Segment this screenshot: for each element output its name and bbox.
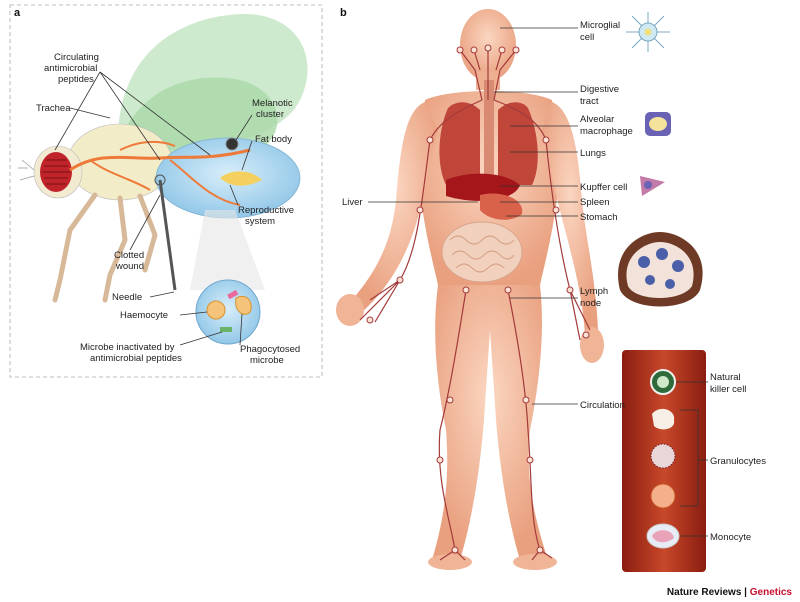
fly-illustration (18, 13, 308, 345)
lymph-node-markers (366, 44, 590, 554)
label-lungs: Lungs (580, 148, 606, 159)
panel-a-border (9, 4, 323, 378)
monocyte-nucleus (652, 530, 674, 543)
label-monocyte: Monocyte (710, 532, 751, 543)
lung-left (498, 102, 538, 185)
fly-eye-facets (42, 159, 70, 185)
label-alveolar-macrophage: Alveolar macrophage (580, 114, 633, 137)
label-microbe-inactivated: Microbe inactivated by antimicrobial pep… (80, 342, 182, 364)
label-circulation: Circulation (580, 400, 625, 411)
label-lymph-node: Lymph node (580, 286, 611, 309)
label-microglial-cell: Microglial cell (580, 20, 623, 43)
granulocyte-3 (650, 483, 676, 509)
liver (446, 173, 520, 201)
label-clotted-wound: Clotted wound (114, 250, 147, 272)
credit-journal: Nature Reviews (666, 587, 742, 598)
human-foot-right (428, 554, 472, 570)
label-natural-killer-cell: Natural killer cell (710, 372, 746, 395)
haemocyte-cell (206, 300, 226, 320)
credit-separator: | (741, 587, 750, 598)
label-melanotic-cluster: Melanotic cluster (252, 98, 295, 120)
credit-section: Genetics (749, 587, 792, 598)
human-arm-right (352, 102, 438, 312)
trachea-branches (89, 140, 241, 206)
label-kupffer-cell: Kupffer cell (580, 182, 627, 193)
microbe-inactivated (220, 327, 232, 332)
human-arm-left (542, 102, 598, 334)
melanotic-cluster (225, 137, 239, 151)
digestive-tube (484, 80, 494, 190)
trachea-tube (69, 148, 251, 172)
label-spleen: Spleen (580, 197, 610, 208)
fly-leader-lines (54, 71, 253, 346)
microglial-cell-icon (626, 12, 670, 52)
panel-a-letter: a (14, 7, 21, 19)
lymph-node-section-icon (618, 232, 703, 307)
label-needle: Needle (112, 292, 142, 303)
kupffer-cell-icon (640, 176, 665, 196)
microbe-pink (227, 289, 239, 300)
human-hand-right (336, 294, 364, 326)
human-illustration (336, 9, 604, 570)
human-legs (432, 285, 548, 560)
journal-credit: Nature Reviews | Genetics (667, 587, 792, 598)
phagocyte-cell (235, 296, 252, 315)
alveolar-macrophage-icon (645, 112, 671, 136)
label-phagocytosed-microbe: Phagocytosed microbe (240, 344, 303, 366)
wound-site (154, 174, 166, 186)
fat-body (220, 171, 262, 186)
human-leader-lines (368, 27, 708, 537)
granulocyte-2 (650, 443, 676, 469)
label-haemocyte: Haemocyte (120, 310, 168, 321)
fly-leg-2 (102, 195, 128, 303)
label-circulating-peptides: Circulating antimicrobial peptides (44, 52, 102, 85)
stomach (480, 193, 523, 220)
label-reproductive-system: Reproductive system (238, 205, 297, 227)
fly-antenna (18, 159, 35, 181)
label-fat-body: Fat body (255, 134, 292, 145)
label-digestive-tract: Digestive tract (580, 84, 622, 107)
fly-leg-3 (137, 193, 158, 273)
fly-leg-1 (52, 192, 98, 303)
nk-cell-nucleus (657, 376, 669, 388)
lung-right (439, 102, 480, 185)
panel-b-letter: b (340, 7, 347, 19)
needle (158, 179, 177, 291)
magnify-cone (190, 210, 265, 290)
vessel-arm-right (359, 99, 483, 323)
label-granulocytes: Granulocytes (710, 456, 766, 467)
granulocyte-1 (652, 408, 675, 430)
intestines (441, 221, 523, 283)
label-liver: Liver (342, 197, 363, 208)
label-trachea: Trachea (36, 103, 71, 114)
human-foot-left (513, 554, 557, 570)
label-stomach: Stomach (580, 212, 618, 223)
blood-vessel-column (622, 350, 706, 572)
intestine-coils (449, 235, 515, 273)
human-hand-left (580, 327, 604, 363)
vessel-head (459, 48, 517, 101)
